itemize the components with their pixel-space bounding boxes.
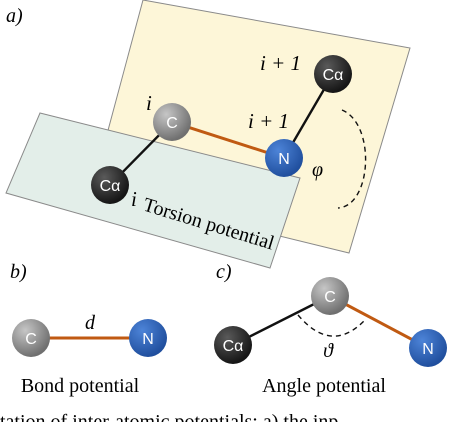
atom-n-b-label: N — [142, 331, 154, 348]
atom-n-label: N — [278, 151, 290, 168]
torsion-angle-symbol: φ — [312, 159, 323, 181]
atom-c-label: C — [166, 115, 178, 132]
figure-caption-fragment: tation of inter-atomic potentials: a) th… — [0, 411, 338, 422]
horizontal-plane — [5, 112, 301, 269]
atom-n: N — [265, 139, 303, 177]
atom-c-c: C — [311, 277, 349, 315]
atom-ca-c: Cα — [214, 326, 252, 364]
bond-c-n — [171, 120, 285, 160]
panel-b-label: b) — [10, 261, 27, 283]
bond-distance-symbol: d — [85, 312, 96, 334]
atom-c-c-label: C — [324, 289, 336, 306]
atom-n-c: N — [409, 329, 447, 367]
atom-n-b: N — [129, 319, 167, 357]
panel-c: c) Cα C N ϑ Angle potential — [214, 261, 447, 397]
bond-angle-arc — [297, 314, 365, 337]
index-label-ca-right: i + 1 — [260, 51, 301, 75]
bond-angle-symbol: ϑ — [323, 340, 334, 362]
panel-a: a) Cα C N Cα i i + 1 i + 1 — [5, 0, 411, 269]
atom-n-c-label: N — [422, 341, 434, 358]
atom-ca-left: Cα — [91, 166, 129, 204]
atom-ca-right-label: Cα — [323, 67, 344, 84]
atom-c: C — [153, 103, 191, 141]
atom-c-b-label: C — [25, 331, 37, 348]
angle-caption: Angle potential — [262, 375, 386, 397]
atom-ca-c-label: Cα — [223, 338, 244, 355]
panel-a-label: a) — [6, 5, 23, 27]
index-label-n: i + 1 — [248, 109, 289, 133]
torsion-angle-arc — [337, 109, 367, 209]
panel-b: b) C N d Bond potential — [10, 261, 167, 397]
bond-caption: Bond potential — [21, 375, 140, 397]
index-label-ca-left: i — [131, 187, 137, 211]
index-label-c: i — [146, 91, 152, 115]
atom-ca-right: Cα — [314, 55, 352, 93]
atom-ca-left-label: Cα — [100, 178, 121, 195]
atom-c-b: C — [12, 319, 50, 357]
panel-c-label: c) — [216, 261, 232, 283]
